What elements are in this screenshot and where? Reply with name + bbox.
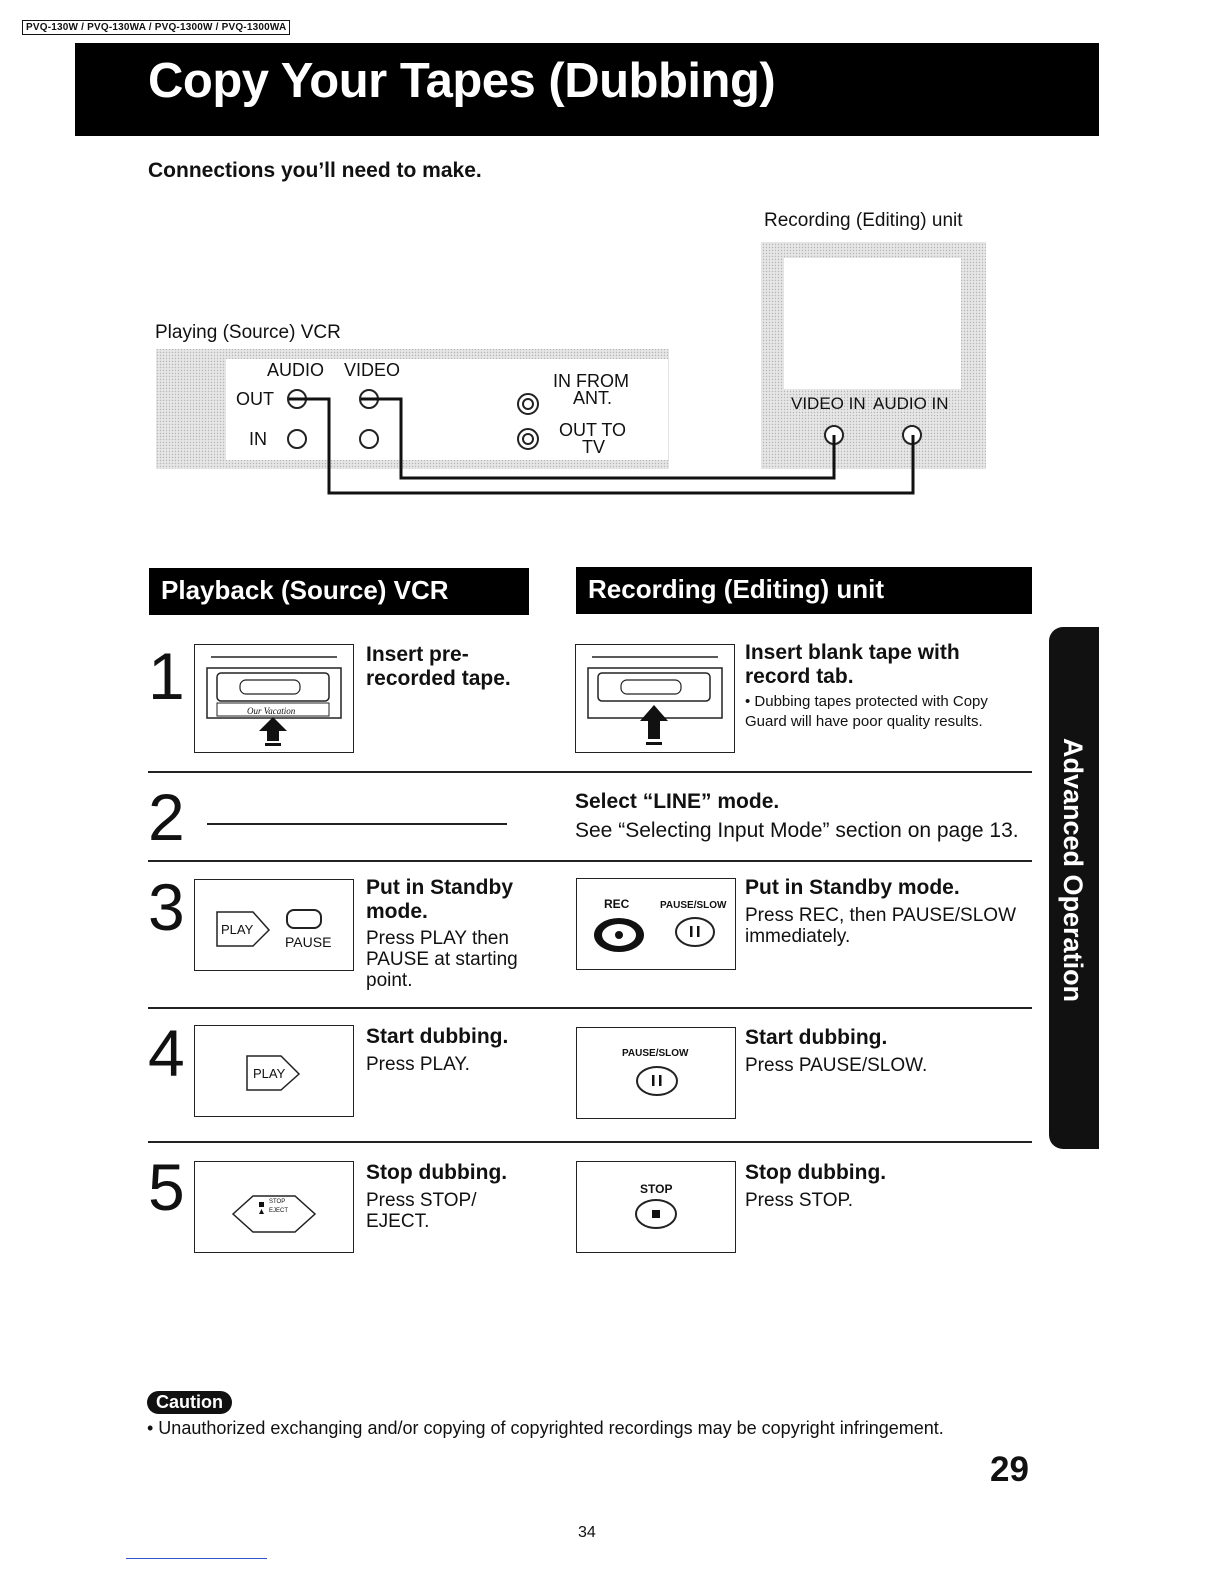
side-tab-label: Advanced Operation xyxy=(1058,738,1088,1002)
connections-heading: Connections you’ll need to make. xyxy=(148,159,482,182)
tape-label: Our Vacation xyxy=(247,706,296,716)
stop-button-icon xyxy=(635,1199,677,1229)
step1-left-title: Insert pre- recorded tape. xyxy=(366,643,511,690)
step5-left-title: Stop dubbing. xyxy=(366,1161,508,1184)
caution-text: • Unauthorized exchanging and/or copying… xyxy=(147,1418,944,1438)
step3-left-body: Press PLAY then PAUSE at starting point. xyxy=(366,928,518,991)
play-pause-illustration: PLAY PAUSE xyxy=(194,879,354,971)
tv-out-jack xyxy=(517,428,539,450)
video-in-jack xyxy=(359,429,379,449)
divider xyxy=(148,860,1032,862)
divider xyxy=(148,1141,1032,1143)
playback-section-header: Playback (Source) VCR xyxy=(149,568,529,615)
in-from-label: IN FROM xyxy=(553,371,629,391)
play-illustration: PLAY xyxy=(194,1025,354,1117)
video-cable xyxy=(361,397,836,480)
step3-left-title: Put in Standby mode. xyxy=(366,876,513,923)
footer-link-rule xyxy=(126,1558,267,1559)
audio-in-jack xyxy=(287,429,307,449)
step3-right-title: Put in Standby mode. xyxy=(745,876,960,899)
footer-page-number: 34 xyxy=(578,1524,596,1541)
step2-body: See “Selecting Input Mode” section on pa… xyxy=(575,819,1019,842)
step4-left-body: Press PLAY. xyxy=(366,1054,470,1075)
video-label: VIDEO xyxy=(344,360,401,380)
stop-label: STOP xyxy=(640,1182,673,1196)
caution-badge: Caution xyxy=(147,1391,232,1414)
step3-right-body: Press REC, then PAUSE/SLOW immediately. xyxy=(745,905,1017,947)
stop-label: STOP xyxy=(269,1199,286,1205)
vcr-slot-icon xyxy=(587,656,723,745)
insert-blank-tape-illustration xyxy=(575,644,735,753)
pause-button-icon xyxy=(636,1066,678,1096)
rec-pause-illustration: REC PAUSE/SLOW xyxy=(576,878,736,970)
step5-right-title: Stop dubbing. xyxy=(745,1161,887,1184)
in-label: IN xyxy=(249,429,267,449)
stop-illustration: STOP xyxy=(576,1161,736,1253)
model-numbers: PVQ-130W / PVQ-130WA / PVQ-1300W / PVQ-1… xyxy=(22,20,291,35)
side-tab xyxy=(1049,627,1099,1149)
pause-slow-label: PAUSE/SLOW xyxy=(660,900,727,911)
out-to-label: OUT TO xyxy=(559,420,627,440)
step-number-5: 5 xyxy=(148,1150,185,1224)
pause-slow-label: PAUSE/SLOW xyxy=(622,1048,689,1059)
step5-left-body: Press STOP/ EJECT. xyxy=(366,1190,477,1232)
step-number-2: 2 xyxy=(148,780,185,854)
tv-label: TV xyxy=(582,437,606,457)
title-bar xyxy=(75,43,1099,136)
pause-slow-illustration: PAUSE/SLOW xyxy=(576,1027,736,1119)
video-in-label: VIDEO IN xyxy=(791,394,866,413)
step1-right-note: • Dubbing tapes protected with Copy Guar… xyxy=(745,693,988,730)
recording-section-header: Recording (Editing) unit xyxy=(576,567,1032,614)
playing-vcr-label: Playing (Source) VCR xyxy=(155,322,341,343)
recording-unit-label: Recording (Editing) unit xyxy=(764,210,963,231)
audio-label: AUDIO xyxy=(267,360,325,380)
page-title: Copy Your Tapes (Dubbing) xyxy=(148,54,776,108)
connection-diagram xyxy=(156,242,986,495)
step-number-1: 1 xyxy=(148,639,185,713)
play-label: PLAY xyxy=(253,1066,286,1081)
out-label: OUT xyxy=(236,389,274,409)
rec-label: REC xyxy=(604,897,630,911)
step4-right-title: Start dubbing. xyxy=(745,1026,888,1049)
side-tab-text: Advanced Operation xyxy=(1058,738,1088,1002)
step4-left-title: Start dubbing. xyxy=(366,1025,509,1048)
divider xyxy=(148,771,1032,773)
ant-in-jack xyxy=(517,393,539,415)
step2-title: Select “LINE” mode. xyxy=(575,790,780,813)
vcr-slot-icon xyxy=(206,656,342,746)
stop-eject-illustration: STOP EJECT xyxy=(194,1161,354,1253)
audio-in-label: AUDIO IN xyxy=(873,394,949,413)
insert-tape-illustration: Our Vacation xyxy=(194,644,354,753)
eject-label: EJECT xyxy=(269,1208,289,1214)
play-button-icon xyxy=(216,909,322,947)
step1-right-title: Insert blank tape with record tab. xyxy=(745,641,960,688)
rec-button-icon xyxy=(594,917,715,952)
play-button-icon xyxy=(246,1055,301,1091)
play-label: PLAY xyxy=(221,922,254,937)
divider xyxy=(148,1007,1032,1009)
pause-label: PAUSE xyxy=(285,934,332,950)
ant-label: ANT. xyxy=(573,388,613,408)
step2-left-blank-line xyxy=(207,823,507,825)
page-number: 29 xyxy=(990,1450,1029,1489)
step5-right-body: Press STOP. xyxy=(745,1190,854,1211)
audio-cable xyxy=(289,397,915,495)
step4-right-body: Press PAUSE/SLOW. xyxy=(745,1055,928,1076)
tv-screen xyxy=(784,258,961,389)
stop-eject-button-icon xyxy=(231,1195,317,1233)
step-number-3: 3 xyxy=(148,870,185,944)
step-number-4: 4 xyxy=(148,1016,185,1090)
